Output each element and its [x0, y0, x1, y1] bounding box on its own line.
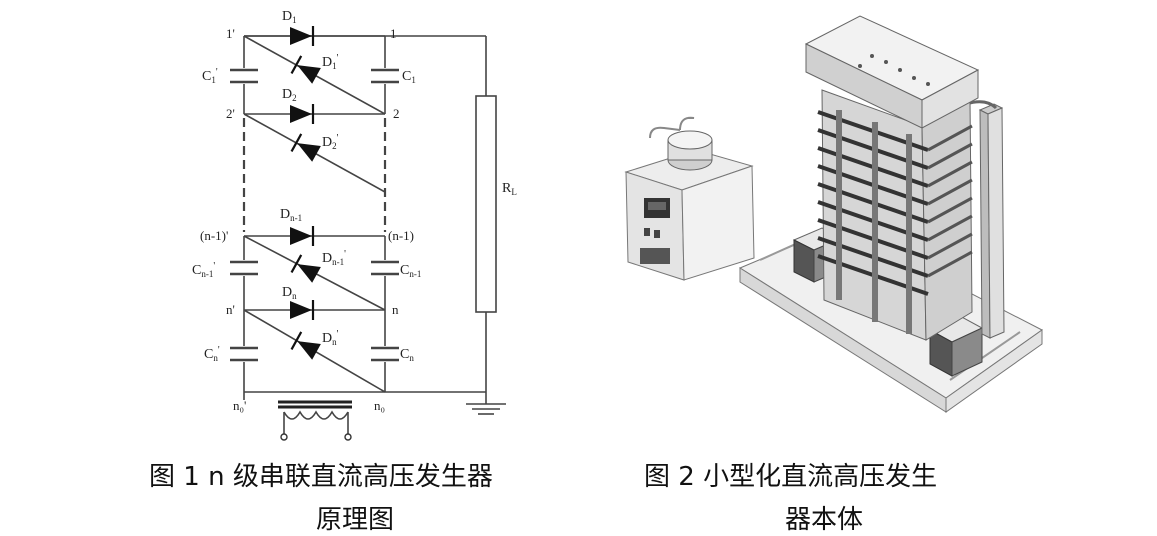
label-cn-minus-1-prime: Cn-1' — [192, 261, 215, 279]
figure-2-caption-line-1: 图 2 小型化直流高压发生 — [644, 462, 938, 492]
node-1: 1 — [390, 26, 397, 41]
label-dn-minus-1: Dn-1 — [280, 207, 302, 223]
dc-generator-device-illustration — [624, 15, 1043, 413]
node-1-prime: 1' — [226, 26, 235, 41]
label-dn-minus-1-prime: Dn-1' — [322, 249, 346, 267]
load-resistor — [475, 95, 497, 313]
label-cn-minus-1: Cn-1 — [400, 263, 421, 279]
label-d1-prime: D1' — [322, 53, 339, 71]
cascade-circuit-diagram: 1' 1 2' 2 (n-1)' (n-1) n' n n₀' n₀ D1 D1… — [192, 9, 517, 441]
multiplier-stack — [804, 15, 980, 341]
figure-1-caption-line-1: 图 1 n 级串联直流高压发生器 — [149, 462, 493, 492]
label-cn: Cn — [400, 347, 414, 363]
transformer-symbol — [243, 392, 352, 441]
node-n-minus-1-prime: (n-1)' — [200, 228, 228, 243]
figure-1-caption-line-2: 原理图 — [316, 505, 395, 535]
node-n-prime: n' — [226, 302, 235, 317]
label-d2: D2 — [282, 87, 297, 103]
label-c1: C1 — [402, 69, 416, 85]
resistor-column — [965, 100, 1005, 339]
node-n0: n₀ — [374, 398, 385, 413]
capacitor-symbols — [230, 68, 399, 362]
node-2: 2 — [393, 106, 400, 121]
figure-2-caption-line-2: 器本体 — [785, 505, 864, 535]
label-rl: RL — [502, 181, 517, 197]
label-c1-prime: C1' — [202, 67, 218, 85]
label-dn: Dn — [282, 285, 297, 301]
label-dn-prime: Dn' — [322, 329, 339, 347]
node-n-minus-1: (n-1) — [388, 228, 414, 243]
control-box — [624, 116, 755, 281]
label-d2-prime: D2' — [322, 133, 339, 151]
node-n: n — [392, 302, 399, 317]
side-box-right — [928, 315, 984, 377]
label-d1: D1 — [282, 9, 297, 25]
node-2-prime: 2' — [226, 106, 235, 121]
node-n0-prime: n₀' — [233, 398, 246, 413]
label-cn-prime: Cn' — [204, 345, 220, 363]
